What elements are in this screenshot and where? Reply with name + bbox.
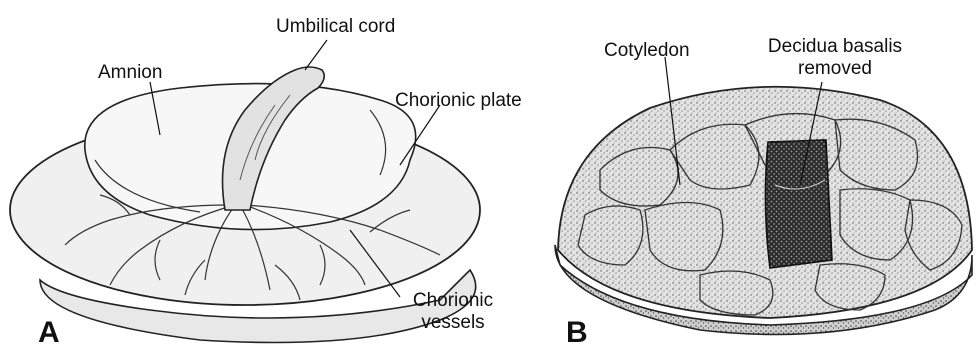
chorionic-vessels-label: Chorionic vessels	[398, 290, 508, 334]
decidua-label-line2: removed	[745, 58, 925, 80]
decidua-basalis-removed-label: Decidua basalis removed	[745, 36, 925, 80]
cotyledon-label: Cotyledon	[604, 40, 690, 62]
decidua-label-line1: Decidua basalis	[745, 36, 925, 58]
panel-a-letter: A	[38, 318, 60, 348]
decidua-removed-area	[765, 140, 832, 268]
chorionic-plate-label: Chorionic plate	[395, 90, 522, 112]
panel-b-drawing	[555, 57, 972, 335]
chorionic-vessels-label-line2: vessels	[398, 312, 508, 334]
chorionic-vessels-label-line1: Chorionic	[398, 290, 508, 312]
panel-b-letter: B	[566, 318, 588, 348]
umbilical-cord-label: Umbilical cord	[276, 16, 395, 38]
amnion-label: Amnion	[98, 62, 162, 84]
